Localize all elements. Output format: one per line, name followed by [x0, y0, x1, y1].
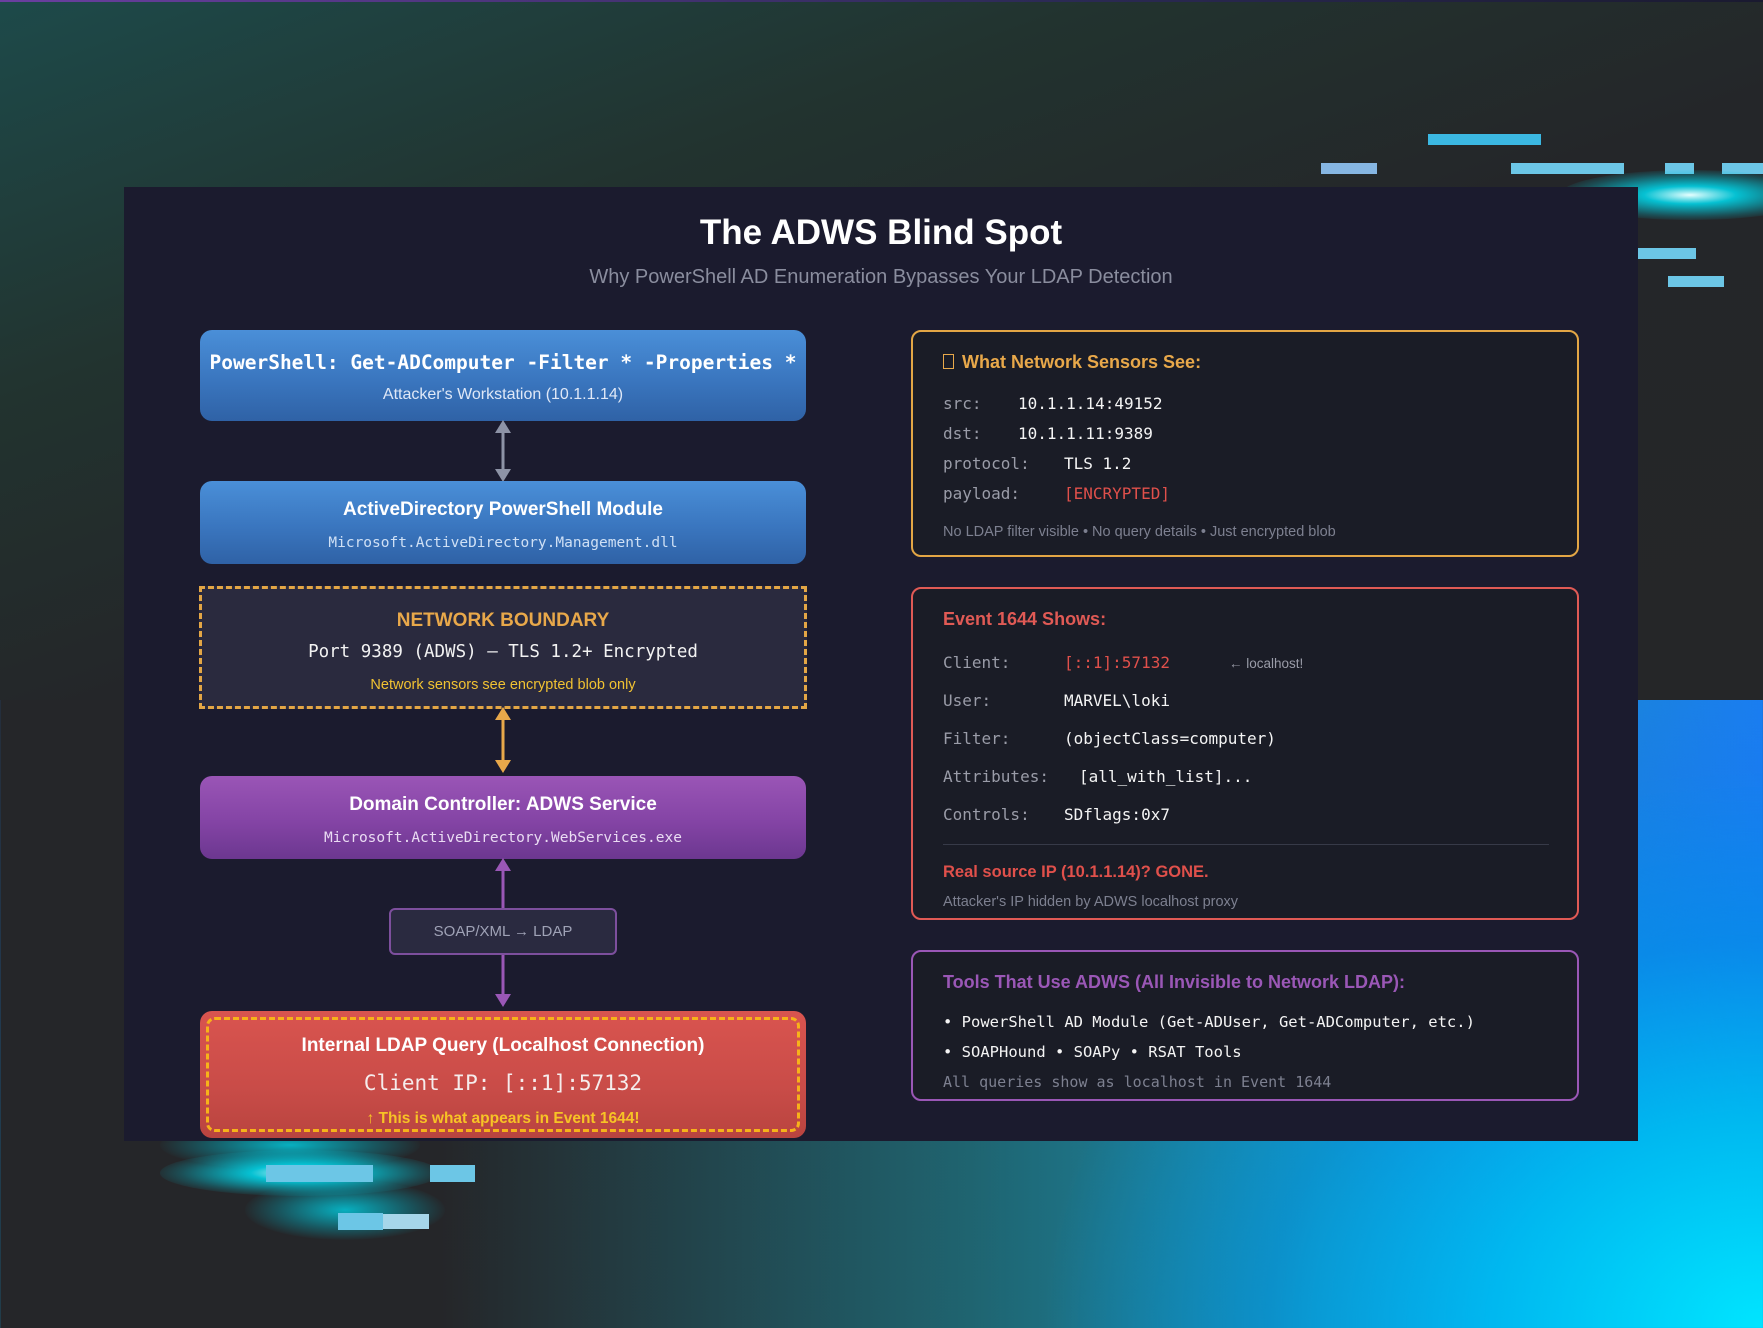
decor-bar [1638, 248, 1696, 259]
boundary-title: NETWORK BOUNDARY [396, 610, 610, 631]
ad-module-box: ActiveDirectory PowerShell Module Micros… [200, 481, 806, 564]
decor-bar [338, 1213, 383, 1230]
decor-glow [245, 1180, 445, 1240]
decor-bar [1668, 276, 1724, 287]
diagram-panel: The ADWS Blind Spot Why PowerShell AD En… [124, 187, 1638, 1141]
row-key: payload: [943, 484, 1021, 503]
workstation-box: PowerShell: Get-ADComputer -Filter * -Pr… [200, 330, 806, 421]
double-arrow-icon [495, 707, 511, 773]
event-1644-card: Event 1644 Shows: Client: [::1]:57132 ← l… [911, 587, 1579, 920]
ad-module-title: ActiveDirectory PowerShell Module [343, 499, 663, 520]
down-arrow-icon [495, 955, 511, 1007]
tool-item: • SOAPHound • SOAPy • RSAT Tools [943, 1043, 1242, 1061]
event-conclusion: Real source IP (10.1.1.14)? GONE. [943, 863, 1209, 881]
row-value: TLS 1.2 [1064, 454, 1132, 473]
tool-item: • PowerShell AD Module (Get-ADUser, Get-… [943, 1013, 1475, 1031]
workstation-caption: Attacker's Workstation (10.1.1.14) [382, 386, 624, 403]
localhost-hint: ← localhost! [1229, 656, 1304, 671]
decor-bar [1722, 163, 1763, 174]
row-value: [all_with_list]... [1079, 767, 1253, 786]
row-value: 10.1.1.14:49152 [1018, 394, 1163, 413]
decor-bar [1428, 134, 1541, 145]
ldap-client-ip: Client IP: [::1]:57132 [363, 1071, 643, 1095]
soap-to-ldap-label: SOAP/XML → LDAP [389, 908, 617, 955]
divider [943, 844, 1549, 845]
boundary-note: Network sensors see encrypted blob only [370, 677, 636, 693]
decor-bar [266, 1165, 373, 1182]
internal-ldap-box: Internal LDAP Query (Localhost Connectio… [200, 1011, 806, 1138]
row-key: User: [943, 691, 992, 710]
tools-card-title: Tools That Use ADWS (All Invisible to Ne… [943, 972, 1406, 992]
powershell-command: PowerShell: Get-ADComputer -Filter * -Pr… [209, 351, 797, 374]
network-sensors-card: What Network Sensors See: src: 10.1.1.14:… [911, 330, 1579, 557]
row-value: [::1]:57132 [1064, 653, 1170, 672]
background-top-line [0, 0, 1763, 2]
row-key: dst: [943, 424, 982, 443]
tools-note: All queries show as localhost in Event 1… [943, 1073, 1332, 1091]
ldap-note: ↑ This is what appears in Event 1644! [366, 1110, 640, 1127]
row-key: protocol: [943, 454, 1030, 473]
row-key: Controls: [943, 805, 1030, 824]
ad-module-binary: Microsoft.ActiveDirectory.Management.dll [328, 535, 678, 551]
page-title: The ADWS Blind Spot [699, 213, 1063, 252]
ldap-title: Internal LDAP Query (Localhost Connectio… [301, 1035, 705, 1056]
event-conclusion-note: Attacker's IP hidden by ADWS localhost p… [943, 894, 1239, 910]
row-value: [ENCRYPTED] [1064, 484, 1170, 503]
ldap-dashed-border [206, 1017, 800, 1132]
decor-bar [1511, 163, 1624, 174]
row-key: Attributes: [943, 767, 1049, 786]
row-key: Client: [943, 653, 1011, 672]
boundary-port: Port 9389 (ADWS) — TLS 1.2+ Encrypted [308, 642, 698, 662]
missing-glyph-icon [943, 354, 954, 369]
row-value: MARVEL\loki [1064, 691, 1170, 710]
row-value: SDflags:0x7 [1064, 805, 1170, 824]
page-subtitle: Why PowerShell AD Enumeration Bypasses Y… [589, 266, 1173, 288]
dc-binary: Microsoft.ActiveDirectory.WebServices.ex… [324, 830, 682, 846]
sensors-card-title: What Network Sensors See: [943, 352, 1201, 373]
sensors-card-title-text: What Network Sensors See: [962, 352, 1202, 372]
sensors-note: No LDAP filter visible • No query detail… [943, 524, 1336, 540]
row-value: 10.1.1.11:9389 [1018, 424, 1153, 443]
domain-controller-box: Domain Controller: ADWS Service Microsof… [200, 776, 806, 859]
decor-bar [1321, 163, 1377, 174]
decor-bar [383, 1214, 429, 1229]
adws-tools-card: Tools That Use ADWS (All Invisible to Ne… [911, 950, 1579, 1101]
decor-bar [430, 1165, 475, 1182]
event-card-title: Event 1644 Shows: [943, 609, 1107, 629]
up-arrow-icon [495, 858, 511, 908]
row-value: (objectClass=computer) [1064, 729, 1276, 748]
double-arrow-icon [495, 420, 511, 482]
network-boundary-box: NETWORK BOUNDARY Port 9389 (ADWS) — TLS … [199, 586, 807, 709]
row-key: Filter: [943, 729, 1011, 748]
decor-bar [1665, 163, 1694, 174]
row-key: src: [943, 394, 982, 413]
dc-title: Domain Controller: ADWS Service [349, 794, 657, 815]
